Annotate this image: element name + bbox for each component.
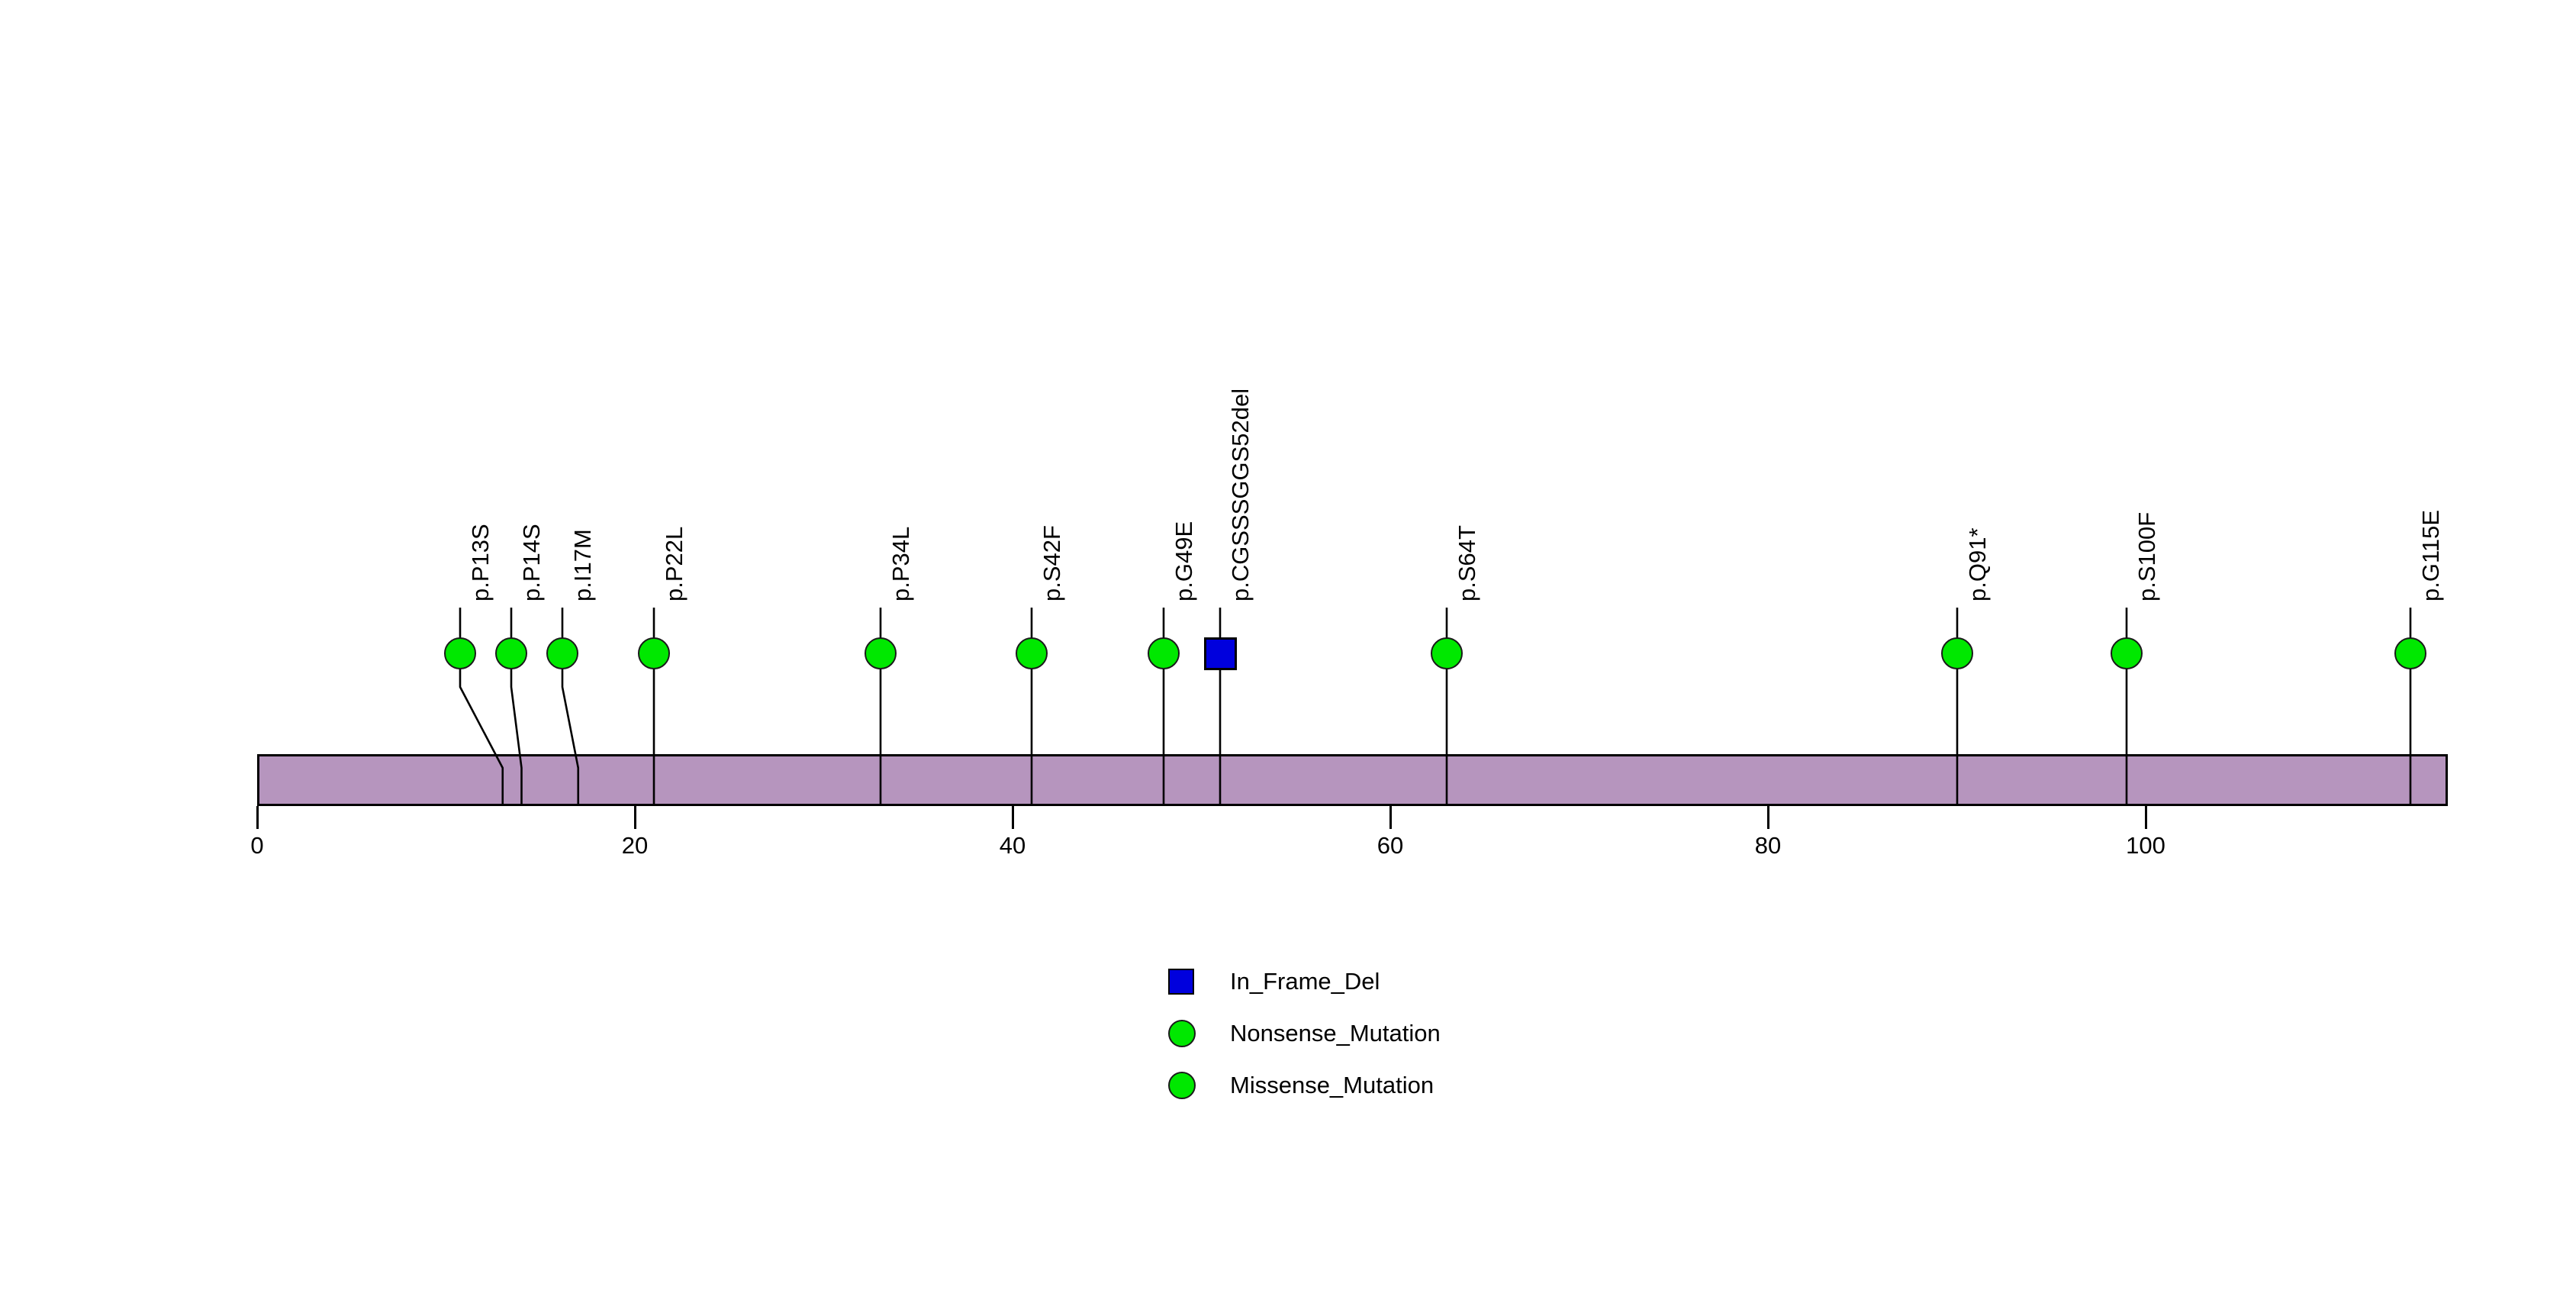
mutation-label: p.Q91*	[1963, 527, 1991, 601]
axis-tick-label: 20	[621, 832, 649, 859]
protein-backbone-bar	[257, 754, 2448, 806]
axis-tick-label: 100	[2126, 832, 2165, 859]
legend-circle-icon	[1168, 1020, 1196, 1047]
axis-tick-label: 60	[1377, 832, 1404, 859]
mutation-marker-circle[interactable]	[1431, 637, 1463, 669]
mutation-label: p.S64T	[1454, 525, 1481, 601]
mutation-label: p.G49E	[1170, 521, 1197, 601]
mutation-label: p.G115E	[2417, 509, 2444, 601]
legend-square-icon	[1168, 969, 1194, 995]
mutation-marker-circle[interactable]	[1940, 637, 1973, 669]
mutation-label: p.P22L	[660, 526, 687, 601]
axis-tick	[1389, 806, 1392, 829]
axis-tick-label: 80	[1754, 832, 1782, 859]
legend-circle-icon	[1168, 1072, 1196, 1099]
mutation-label: p.P14S	[518, 524, 545, 601]
legend-item-label: Missense_Mutation	[1230, 1072, 1435, 1098]
mutation-label: p.S100F	[2133, 511, 2161, 601]
legend-item-label: Nonsense_Mutation	[1230, 1020, 1441, 1047]
axis-tick-label: 40	[999, 832, 1026, 859]
axis-tick	[1767, 806, 1769, 829]
axis-tick	[256, 806, 259, 829]
axis-tick	[1012, 806, 1014, 829]
mutation-label: p.P13S	[467, 524, 494, 601]
mutation-label: p.CGSSSGGS52del	[1227, 388, 1254, 601]
mutation-marker-square[interactable]	[1203, 637, 1237, 670]
mutation-label: p.P34L	[887, 526, 914, 601]
mutation-marker-circle[interactable]	[2111, 637, 2143, 669]
axis-tick-label: 0	[250, 832, 264, 859]
axis-tick	[634, 806, 636, 829]
mutation-marker-circle[interactable]	[864, 637, 897, 669]
mutation-marker-circle[interactable]	[1148, 637, 1180, 669]
mutation-marker-circle[interactable]	[2394, 637, 2426, 669]
mutation-label: p.S42F	[1038, 525, 1065, 601]
mutation-marker-circle[interactable]	[495, 637, 527, 669]
mutation-marker-circle[interactable]	[1015, 637, 1048, 669]
legend-item-label: In_Frame_Del	[1230, 968, 1380, 995]
mutation-label: p.I17M	[569, 529, 596, 601]
mutation-marker-circle[interactable]	[444, 637, 476, 669]
mutation-marker-circle[interactable]	[637, 637, 670, 669]
axis-tick	[2145, 806, 2147, 829]
mutation-marker-circle[interactable]	[546, 637, 578, 669]
